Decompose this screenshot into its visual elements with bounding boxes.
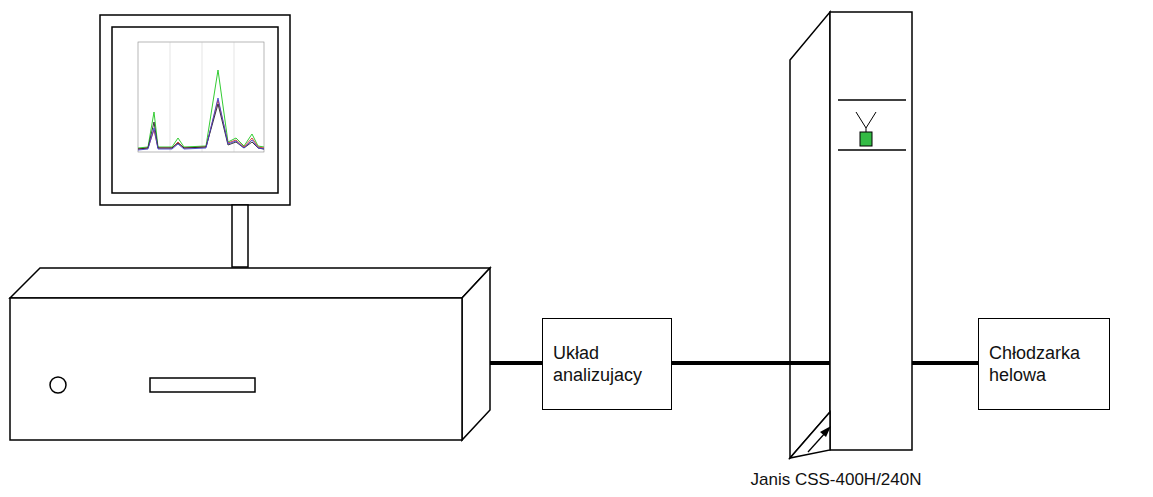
box-label: Chłodzarka helowa [979, 336, 1109, 393]
device-label: Janis CSS-400H/240N [750, 470, 921, 490]
pc-side [462, 268, 490, 440]
device-box: Chłodzarka helowa [978, 318, 1110, 410]
cryostat [790, 12, 912, 458]
pointer-arrow [808, 426, 831, 452]
device-box: Układ analizujacy [542, 318, 672, 410]
monitor [100, 15, 290, 205]
dlts-chart [122, 36, 270, 184]
pc-front [10, 298, 462, 440]
sample [860, 132, 872, 146]
screen [112, 27, 278, 193]
monitor-stand [232, 205, 248, 267]
box-label: Układ analizujacy [543, 336, 671, 393]
power-button [50, 377, 66, 393]
drive-slot [150, 378, 255, 392]
pc-top [10, 268, 490, 298]
